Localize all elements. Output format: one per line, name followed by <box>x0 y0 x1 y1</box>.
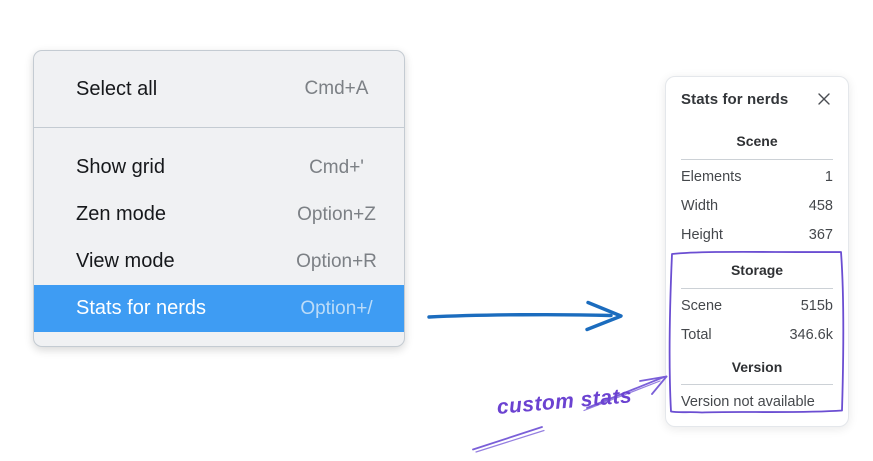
context-menu: Select all Cmd+A Show grid Cmd+' Zen mod… <box>33 50 405 347</box>
blue-arrow[interactable] <box>427 300 623 332</box>
custom-stats-annotation-text[interactable]: custom stats <box>495 384 633 419</box>
stat-value: 1 <box>824 169 833 185</box>
stat-row-height: Height 367 <box>681 221 833 250</box>
menu-item-view-mode[interactable]: View mode Option+R <box>34 238 404 285</box>
stat-row-scene-storage: Scene 515b <box>681 292 833 321</box>
stats-panel: Stats for nerds Scene Elements 1 Width 4… <box>665 76 849 427</box>
menu-item-shortcut: Cmd+A <box>304 78 369 99</box>
section-heading-version: Version <box>731 359 783 375</box>
menu-item-select-all[interactable]: Select all Cmd+A <box>34 51 404 127</box>
section-divider <box>681 288 833 289</box>
stat-value: 458 <box>808 198 833 214</box>
menu-item-label: Zen mode <box>76 203 167 225</box>
menu-item-shortcut: Option+R <box>296 250 377 272</box>
menu-group: Show grid Cmd+' Zen mode Option+Z View m… <box>34 128 404 346</box>
version-status-text: Version not available <box>681 394 815 410</box>
menu-item-shortcut: Option+/ <box>300 297 373 319</box>
section-heading-scene: Scene <box>736 133 778 149</box>
stat-label: Height <box>681 227 723 243</box>
stat-label: Elements <box>681 169 742 185</box>
menu-item-stats-for-nerds[interactable]: Stats for nerds Option+/ <box>34 285 404 332</box>
stat-row-elements: Elements 1 <box>681 163 833 192</box>
stats-panel-title: Stats for nerds <box>681 90 789 108</box>
section-divider <box>681 159 833 160</box>
stats-panel-header: Stats for nerds <box>681 87 833 111</box>
menu-item-shortcut: Cmd+' <box>309 156 364 178</box>
menu-item-label: Show grid <box>76 156 165 178</box>
stat-value: 346.6k <box>789 327 833 343</box>
menu-divider <box>34 127 404 128</box>
stat-label: Width <box>681 198 719 214</box>
menu-item-label: Select all <box>76 77 158 100</box>
stat-label: Scene <box>681 298 723 314</box>
menu-item-zen-mode[interactable]: Zen mode Option+Z <box>34 191 404 238</box>
menu-item-label: View mode <box>76 250 175 272</box>
stat-value: 515b <box>800 298 833 314</box>
close-icon <box>818 93 830 105</box>
menu-item-label: Stats for nerds <box>76 297 207 319</box>
section-heading-storage: Storage <box>730 262 784 278</box>
stat-row-width: Width 458 <box>681 192 833 221</box>
close-button[interactable] <box>815 90 833 108</box>
stat-label: Total <box>681 327 712 343</box>
section-divider <box>681 384 833 385</box>
menu-item-show-grid[interactable]: Show grid Cmd+' <box>34 144 404 191</box>
stat-row-total-storage: Total 346.6k <box>681 321 833 350</box>
stat-value: 367 <box>808 227 833 243</box>
menu-item-shortcut: Option+Z <box>297 203 376 225</box>
